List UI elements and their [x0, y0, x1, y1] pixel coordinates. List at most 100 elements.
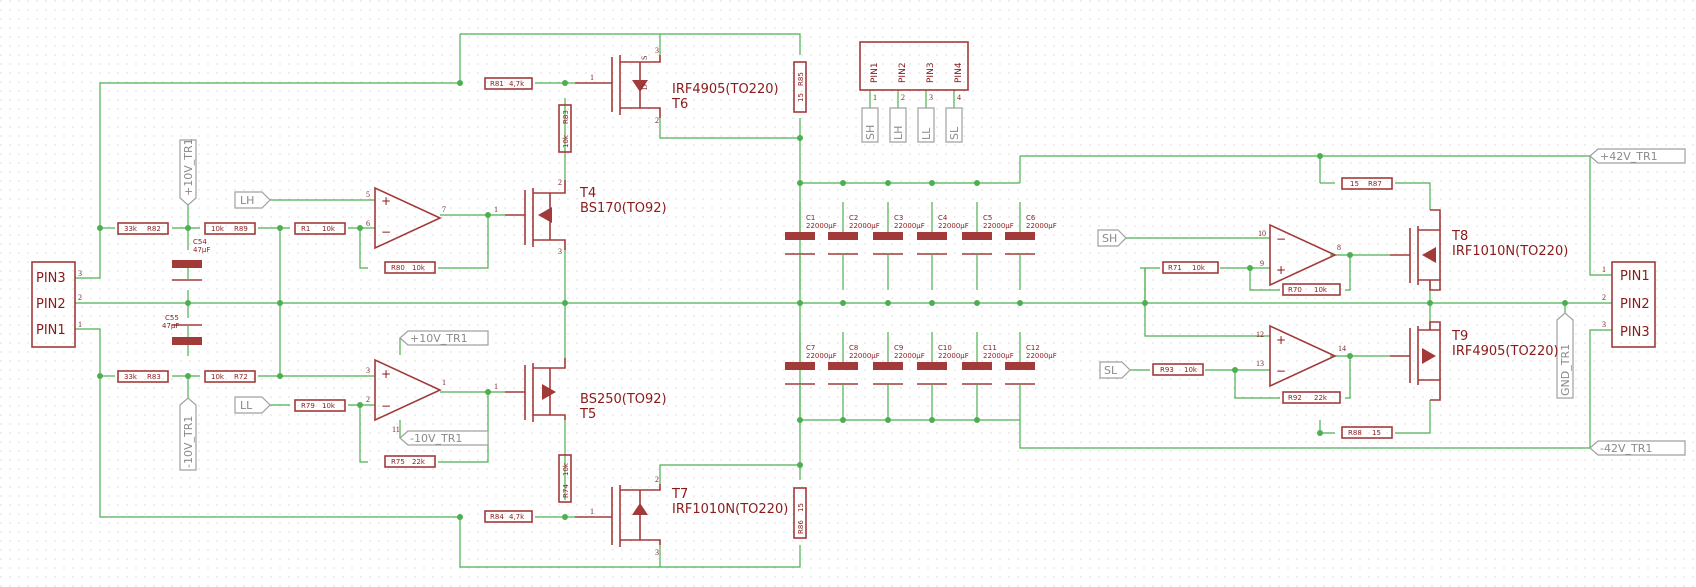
resistor-name: R80	[391, 264, 405, 272]
resistor-r87: 15 R87	[1341, 177, 1393, 190]
pin-number: 1	[873, 93, 877, 102]
opamp-plus: +	[1276, 333, 1286, 347]
wires	[75, 33, 1612, 568]
connector-right-pin1: PIN1	[1620, 269, 1650, 284]
resistor-value: 33k	[124, 225, 138, 233]
resistor-value: 22k	[1314, 394, 1328, 402]
port-top-lh: LH	[892, 126, 905, 140]
port-p10v-top: +10V_TR1	[182, 138, 195, 196]
pin-number: 2	[78, 293, 82, 302]
capacitor-value: 22000µF	[983, 352, 1014, 360]
resistor-value: 10k	[322, 225, 336, 233]
capacitor-name: C3	[894, 214, 903, 222]
resistor-name: R85	[797, 72, 805, 86]
resistor-name: R87	[1368, 180, 1382, 188]
resistor-value: 10k	[562, 462, 570, 476]
pin-number: 9	[1260, 259, 1264, 268]
junctions	[97, 80, 1568, 520]
capacitor-name: C4	[938, 214, 948, 222]
resistor-r83-lower: 33k R83	[117, 370, 169, 383]
pin-number: 3	[78, 269, 82, 278]
resistor-value: 10k	[1184, 366, 1198, 374]
opamp-upper-right: − + 10 9 8	[1258, 223, 1341, 287]
connector-left-pin2: PIN2	[36, 297, 66, 312]
resistor-value: 10k	[412, 264, 426, 272]
resistor-value: 33k	[124, 373, 138, 381]
pin-number: 3	[1602, 320, 1606, 329]
resistor-value: 4,7k	[509, 513, 525, 521]
transistor-part: IRF1010N(TO220)	[672, 502, 788, 517]
pin-number: 3	[655, 548, 659, 557]
transistor-name: T5	[579, 407, 596, 422]
capacitor-name: C10	[938, 344, 952, 352]
resistor-name: R72	[234, 373, 248, 381]
pin-number: 5	[366, 190, 370, 199]
resistor-name: R75	[391, 458, 405, 466]
transistor-name: T7	[671, 487, 688, 502]
resistor-r92: R92 22k	[1282, 391, 1341, 404]
resistor-r70: R70 10k	[1282, 283, 1341, 296]
resistor-name: R93	[1160, 366, 1174, 374]
pin-number: 1	[590, 507, 594, 516]
pin-number: 12	[1256, 330, 1264, 339]
resistor-r85: 15 R85	[793, 61, 807, 113]
pin-number: 1	[1602, 265, 1606, 274]
resistor-name: R84	[490, 513, 504, 521]
pin-number: 2	[901, 93, 905, 102]
resistor-name: R70	[1288, 286, 1302, 294]
transistor-t8: T8 IRF1010N(TO220)	[1390, 209, 1568, 291]
resistor-name: R1	[301, 225, 310, 233]
resistor-name: R89	[234, 225, 248, 233]
connector-right-pin2: PIN2	[1620, 297, 1650, 312]
pin-number: 2	[558, 178, 562, 187]
connector-top: PIN1 PIN2 PIN3 PIN4 1 2 3 4 SH LH LL SL	[859, 41, 969, 143]
port-m10v-left: -10V_TR1	[182, 416, 195, 468]
capacitor-name: C1	[806, 214, 815, 222]
capacitor-c54: C54 47µF	[172, 238, 210, 281]
pin-number: 4	[957, 93, 961, 102]
pin-number: 13	[1256, 359, 1264, 368]
opamp-minus: −	[1276, 364, 1286, 378]
capacitor-name: C5	[983, 214, 992, 222]
pin-number: 2	[655, 475, 659, 484]
resistor-value: 15	[797, 503, 805, 512]
capacitor-name: C54	[193, 238, 207, 246]
port-top-sl: SL	[948, 126, 961, 140]
opamp-minus: −	[1276, 232, 1286, 246]
capacitor-name: C11	[983, 344, 997, 352]
capacitor-value: 22000µF	[983, 222, 1014, 230]
pin-number: 8	[1337, 243, 1341, 252]
capacitor-value: 22000µF	[894, 222, 925, 230]
resistor-name: R74	[562, 484, 570, 498]
port-ll: LL	[240, 399, 253, 412]
transistor-part: IRF4905(TO220)	[672, 82, 779, 97]
pin-number: 2	[366, 395, 370, 404]
connector-right-pin3: PIN3	[1620, 325, 1650, 340]
resistor-r81: R81 4,7k	[484, 77, 533, 90]
resistor-name: R86	[797, 520, 805, 534]
transistor-part: IRF4905(TO220)	[1452, 344, 1559, 359]
resistor-r79: R79 10k	[294, 399, 346, 412]
resistor-r83: 10k R83	[558, 104, 572, 153]
connector-top-pin1: PIN1	[870, 62, 880, 83]
connector-top-pin4: PIN4	[954, 62, 964, 83]
resistor-r80: R80 10k	[384, 261, 436, 274]
port-gnd: GND_TR1	[1559, 344, 1572, 396]
capacitor-value: 22000µF	[1026, 222, 1057, 230]
pin-number: 1	[494, 382, 498, 391]
port-flags: +10V_TR1 -10V_TR1 LH LL +10V_TR1 -10V_TR…	[179, 138, 1686, 471]
resistor-r84: R84 4,7k	[484, 510, 533, 523]
transistor-part: BS170(TO92)	[580, 201, 667, 216]
resistor-value: 15	[1350, 180, 1359, 188]
resistor-value: 15	[1372, 429, 1381, 437]
capacitor-value: 22000µF	[849, 222, 880, 230]
resistor-value: 10k	[322, 402, 336, 410]
connector-top-pin3: PIN3	[926, 62, 936, 83]
pin-number: 1	[494, 205, 498, 214]
